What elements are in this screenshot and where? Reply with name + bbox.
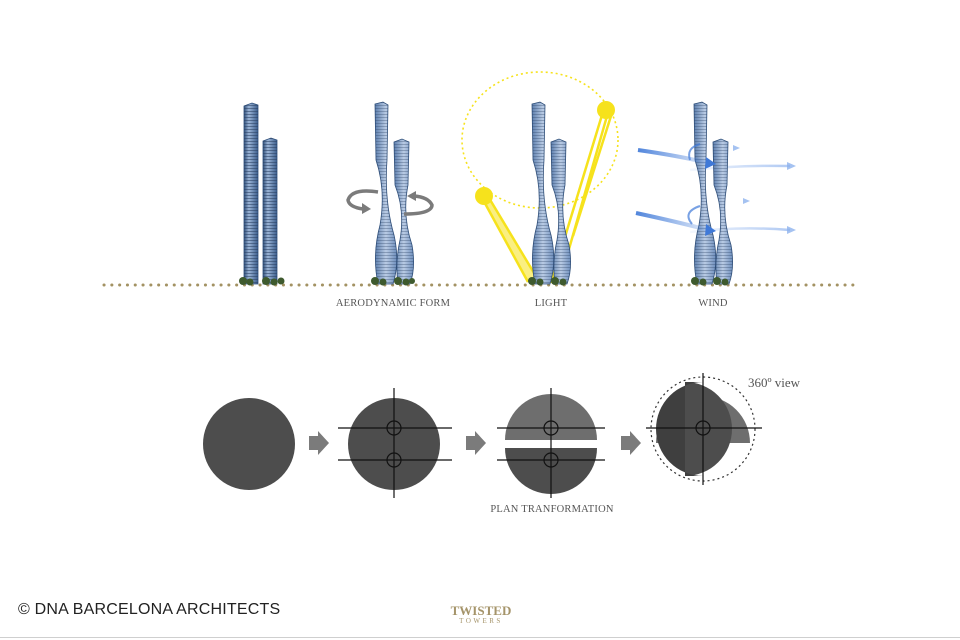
plan-step-1-circle (203, 398, 295, 490)
wind-arrowheads-far (733, 145, 796, 234)
rotation-arrow-right-icon (403, 191, 434, 216)
plan-step-3 (497, 388, 605, 498)
sun-left-icon (475, 187, 493, 205)
caption-wind: WIND (698, 298, 728, 309)
twisted-tower-short (712, 138, 733, 285)
twisted-tower-tall (693, 101, 717, 285)
twisted-tower-short (393, 138, 414, 285)
twisted-tower-tall (374, 101, 398, 285)
trees (371, 277, 415, 286)
tower-group-aerodynamic (346, 101, 434, 286)
sun-right-icon (597, 101, 615, 119)
logo-text-bottom: TOWERS (459, 617, 503, 625)
caption-aerodynamic-form: AERODYNAMIC FORM (335, 298, 451, 309)
tower-straight-short (262, 137, 278, 285)
rotation-arrow-left-icon (346, 189, 379, 214)
step-arrow-icon (309, 431, 329, 455)
twisted-towers-logo: TWISTED TOWERS (446, 604, 516, 626)
trees (528, 277, 567, 286)
tower-group-light (461, 71, 619, 286)
caption-light: LIGHT (534, 298, 568, 309)
tower-group-wind (635, 101, 796, 286)
step-arrow-icon (466, 431, 486, 455)
trees (691, 277, 729, 286)
bottom-divider (0, 637, 960, 638)
sun-path-orbit (461, 71, 619, 209)
logo-text-top: TWISTED (450, 603, 512, 618)
sun-rays-left-lines (479, 195, 539, 283)
wind-arrow-upper-icon (637, 143, 716, 169)
wind-arrow-lower-icon (635, 205, 716, 236)
caption-plan-transformation: PLAN TRANFORMATION (490, 504, 614, 515)
tower-group-straight (239, 102, 285, 286)
step-arrow-icon (621, 431, 641, 455)
trees (239, 277, 285, 286)
plan-step-2 (338, 388, 452, 498)
twisted-tower-short (550, 138, 571, 285)
tower-straight-tall (243, 102, 259, 285)
copyright-text: © DNA BARCELONA ARCHITECTS (18, 601, 281, 618)
caption-360-view: 360º view (748, 375, 801, 390)
twisted-tower-tall (531, 101, 555, 285)
plan-step-4 (646, 373, 762, 485)
sun-rays-left (480, 192, 537, 282)
